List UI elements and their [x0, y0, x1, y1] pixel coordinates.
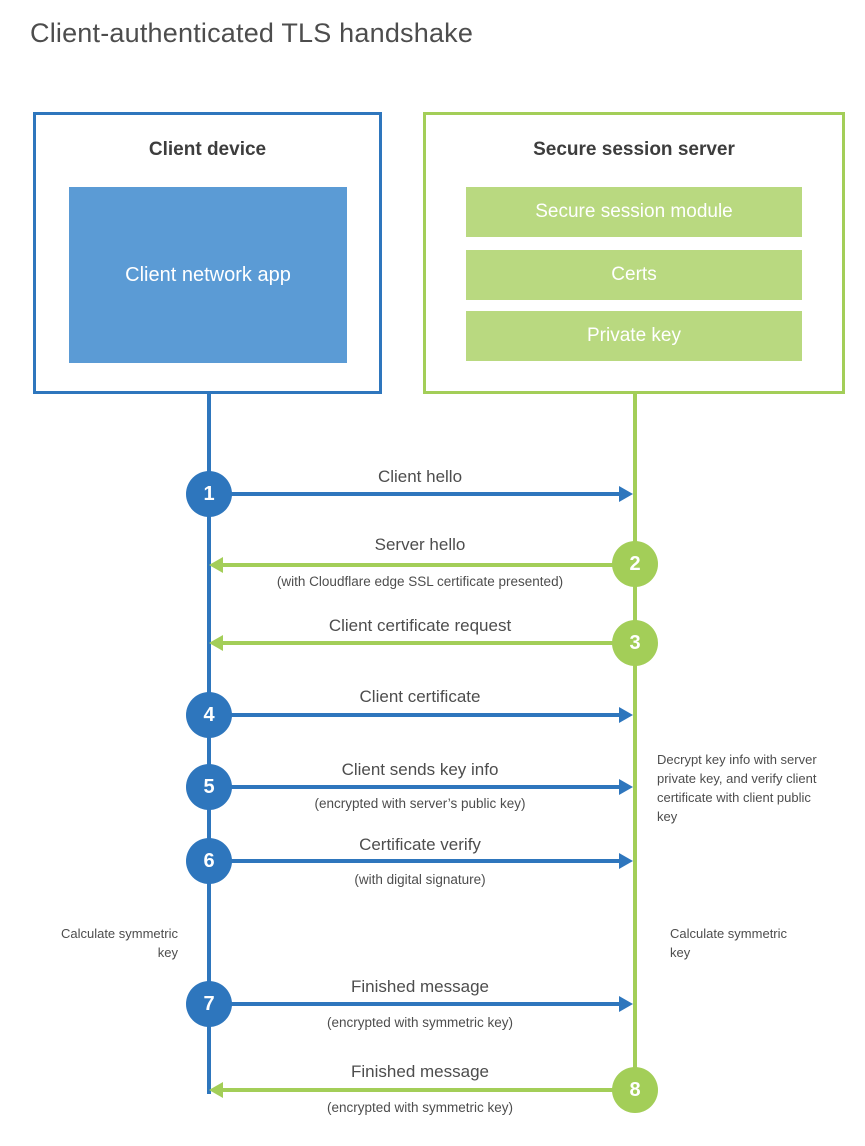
arrow-head-left-icon	[209, 1082, 223, 1098]
arrow-head-right-icon	[619, 707, 633, 723]
arrow-label: Client certificate request	[328, 616, 512, 635]
decrypt-note: Decrypt key info with server private key…	[657, 752, 817, 824]
page-title: Client-authenticated TLS handshake	[30, 18, 474, 48]
arrow-line	[209, 859, 619, 863]
arrow-label: Certificate verify	[359, 835, 481, 854]
arrow-head-right-icon	[619, 486, 633, 502]
arrow-sublabel: (encrypted with symmetric key)	[326, 1100, 514, 1115]
secure-session-server-title: Secure session server	[533, 139, 735, 160]
private-key-bar: Private key	[466, 311, 802, 361]
arrow-head-left-icon	[209, 557, 223, 573]
step-badge-6: 6	[186, 838, 232, 884]
arrow-label: Server hello	[374, 535, 466, 554]
arrow-label: Client sends key info	[341, 760, 499, 779]
client-device-box: Client device Client network app	[33, 112, 382, 394]
arrow-sublabel: (encrypted with symmetric key)	[326, 1015, 514, 1030]
arrow-sublabel: (encrypted with server’s public key)	[314, 796, 526, 811]
arrow-head-left-icon	[209, 635, 223, 651]
step-badge-1: 1	[186, 471, 232, 517]
arrow-label: Finished message	[351, 977, 489, 996]
step-badge-3: 3	[612, 620, 658, 666]
arrow-sublabel: (with digital signature)	[354, 872, 486, 887]
arrow-line	[223, 641, 635, 645]
arrow-head-right-icon	[619, 853, 633, 869]
step-badge-5: 5	[186, 764, 232, 810]
arrow-label: Finished message	[351, 1062, 489, 1081]
secure-session-module-bar: Secure session module	[466, 187, 802, 237]
server-lifeline	[633, 394, 637, 1090]
arrow-line	[209, 713, 619, 717]
arrow-line	[223, 563, 635, 567]
arrow-head-right-icon	[619, 996, 633, 1012]
step-badge-8: 8	[612, 1067, 658, 1113]
arrow-line	[223, 1088, 635, 1092]
calculate-symmetric-key-note-left: Calculate symmetric key	[60, 926, 178, 960]
client-device-title: Client device	[148, 139, 267, 160]
arrow-label: Client certificate	[359, 687, 481, 706]
arrow-sublabel: (with Cloudflare edge SSL certificate pr…	[276, 574, 564, 589]
client-lifeline	[207, 394, 211, 1094]
arrow-label: Client hello	[377, 467, 463, 486]
arrow-line	[209, 785, 619, 789]
certs-bar: Certs	[466, 250, 802, 300]
arrow-head-right-icon	[619, 779, 633, 795]
arrow-line	[209, 1002, 619, 1006]
step-badge-7: 7	[186, 981, 232, 1027]
step-badge-2: 2	[612, 541, 658, 587]
calculate-symmetric-key-note-right: Calculate symmetric key	[670, 926, 788, 960]
arrow-line	[209, 492, 619, 496]
step-badge-4: 4	[186, 692, 232, 738]
secure-session-server-box: Secure session server Secure session mod…	[423, 112, 845, 394]
client-network-app-module: Client network app	[69, 187, 347, 363]
